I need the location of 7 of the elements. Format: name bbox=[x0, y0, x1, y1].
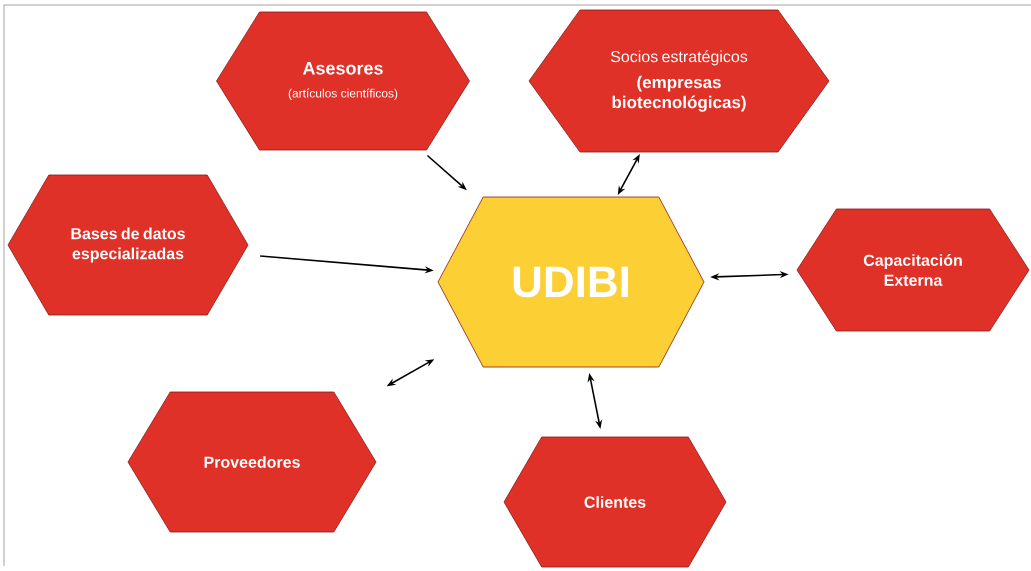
center-hexagon: UDIBI bbox=[437, 196, 705, 368]
hexagon: Socios estratégicos (empresas biotecnológicas) bbox=[528, 9, 830, 153]
hexagon: Capacitación Externa bbox=[796, 208, 1030, 332]
hexagon: Asesores (artículos científicos) bbox=[216, 11, 470, 151]
hexagon: Bases de datos especializadas bbox=[7, 174, 249, 316]
hexagon: Clientes bbox=[503, 436, 727, 568]
hexagon: Proveedores bbox=[127, 391, 377, 533]
